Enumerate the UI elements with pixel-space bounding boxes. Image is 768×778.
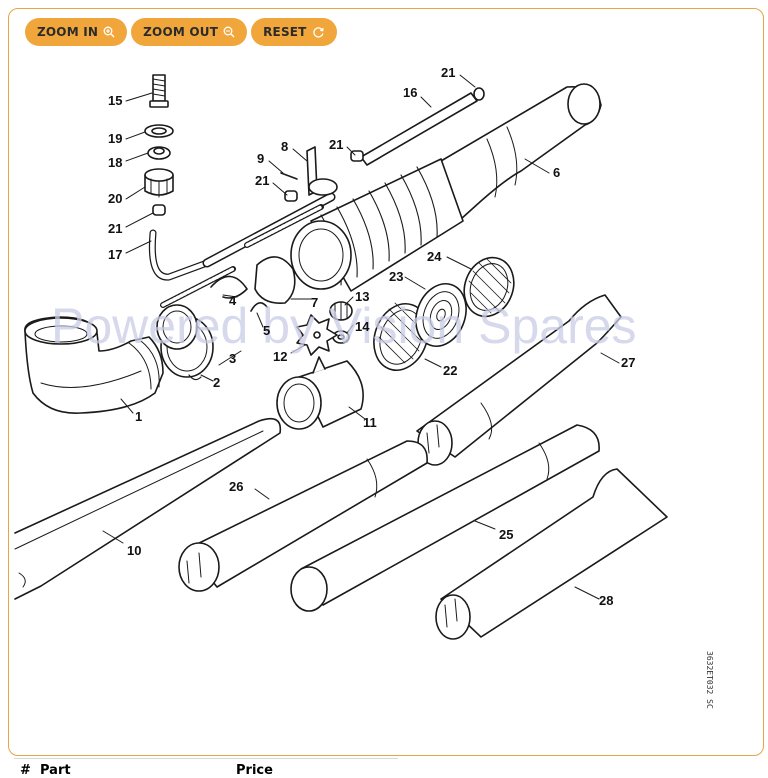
star-knob-12 (296, 314, 338, 356)
elbow-1 (24, 316, 164, 414)
part-label-13[interactable]: 13 (355, 289, 369, 304)
bushing-18 (147, 146, 171, 160)
rod-16 (360, 87, 485, 166)
part-label-20[interactable]: 20 (108, 191, 122, 206)
ring-3 (156, 304, 198, 350)
part-label-21[interactable]: 21 (441, 65, 455, 80)
part-label-28[interactable]: 28 (599, 593, 613, 608)
pipe-17 (148, 192, 336, 281)
washer-19 (144, 124, 174, 138)
zoom-out-label: ZOOM OUT (143, 25, 219, 39)
part-label-21[interactable]: 21 (329, 137, 343, 152)
table-divider (14, 758, 398, 759)
zoom-in-label: ZOOM IN (37, 25, 99, 39)
part-label-11[interactable]: 11 (363, 415, 377, 430)
zoom-in-button[interactable]: ZOOM IN (25, 18, 128, 46)
part-label-21[interactable]: 21 (108, 221, 122, 236)
tube-26 (178, 440, 428, 592)
screen-24 (463, 256, 515, 318)
gasket-7 (254, 256, 296, 305)
spring-right (244, 204, 324, 248)
knob-13 (329, 301, 353, 321)
parts-diagram-viewer: ZOOM IN ZOOM OUT RESET (8, 8, 764, 756)
part-label-26[interactable]: 26 (229, 479, 243, 494)
tube-25 (290, 424, 600, 612)
part-label-8[interactable]: 8 (281, 139, 288, 154)
zoom-out-icon (223, 26, 235, 38)
screen-22 (373, 302, 429, 371)
screw-15 (149, 74, 169, 108)
part-label-10[interactable]: 10 (127, 543, 141, 558)
column-header-part: Part (40, 763, 71, 778)
coupling-11 (276, 356, 364, 430)
part-label-21[interactable]: 21 (255, 173, 269, 188)
part-label-22[interactable]: 22 (443, 363, 457, 378)
bracket-8 (306, 146, 338, 196)
clip-5 (250, 302, 268, 312)
reset-button[interactable]: RESET (251, 18, 337, 46)
part-label-3[interactable]: 3 (229, 351, 236, 366)
tube-10 (14, 417, 282, 600)
part-label-19[interactable]: 19 (108, 131, 122, 146)
part-label-4[interactable]: 4 (229, 293, 237, 308)
nut-20 (144, 168, 174, 198)
part-labels: 15 19 18 20 21 17 21 16 8 9 21 21 6 4 5 … (108, 65, 635, 608)
zoom-in-icon (103, 26, 115, 38)
part-label-15[interactable]: 15 (108, 93, 122, 108)
parts-table-header: # Part Price (0, 758, 768, 778)
spring-left (160, 266, 236, 308)
nozzle-28 (435, 468, 668, 640)
screw-9 (280, 172, 298, 180)
column-header-price: Price (236, 763, 273, 778)
part-label-2[interactable]: 2 (213, 375, 220, 390)
part-label-16[interactable]: 16 (403, 85, 417, 100)
reset-label: RESET (263, 25, 307, 39)
part-label-9[interactable]: 9 (257, 151, 264, 166)
part-label-7[interactable]: 7 (311, 295, 318, 310)
part-label-6[interactable]: 6 (553, 165, 560, 180)
part-label-25[interactable]: 25 (499, 527, 513, 542)
part-label-1[interactable]: 1 (135, 409, 142, 424)
part-label-23[interactable]: 23 (389, 269, 403, 284)
part-label-12[interactable]: 12 (273, 349, 287, 364)
part-label-18[interactable]: 18 (108, 155, 122, 170)
exploded-parts-diagram: Powered by Vision Spares 3632ET032 SC 15… (14, 65, 714, 709)
part-label-17[interactable]: 17 (108, 247, 122, 262)
part-label-27[interactable]: 27 (621, 355, 635, 370)
watermark-text: Powered by Vision Spares (51, 298, 637, 354)
part-label-5[interactable]: 5 (263, 323, 270, 338)
clip-4 (210, 275, 248, 299)
drawing-code: 3632ET032 SC (705, 651, 714, 709)
zoom-toolbar: ZOOM IN ZOOM OUT RESET (25, 18, 337, 46)
part-label-14[interactable]: 14 (355, 319, 370, 334)
refresh-icon (312, 27, 324, 38)
hose-6 (290, 83, 602, 292)
part-label-24[interactable]: 24 (427, 249, 442, 264)
leader-lines (102, 74, 620, 600)
screen-23 (415, 283, 467, 347)
washer-14 (332, 330, 350, 344)
zoom-out-button[interactable]: ZOOM OUT (131, 18, 248, 46)
column-header-number: # (20, 763, 31, 778)
